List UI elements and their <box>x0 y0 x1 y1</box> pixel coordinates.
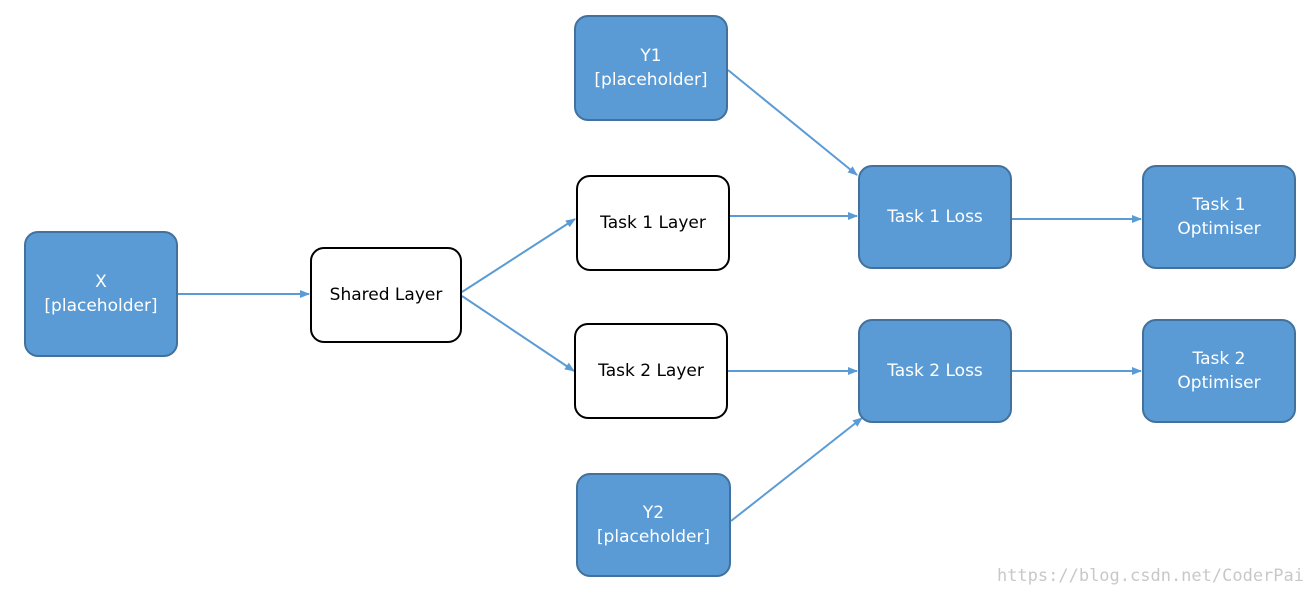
node-task2-optimiser-line1: Task 2 <box>1192 349 1246 369</box>
node-y1-line2: [placeholder] <box>594 70 708 90</box>
edge-y1-to-task1-loss <box>727 69 858 176</box>
node-y2-placeholder: Y2 [placeholder] <box>576 473 731 577</box>
node-task1-optimiser-line2: Optimiser <box>1177 219 1261 239</box>
node-x-placeholder: X [placeholder] <box>24 231 178 357</box>
node-task2-layer-label: Task 2 Layer <box>598 361 704 381</box>
node-task1-optimiser-line1: Task 1 <box>1192 195 1246 215</box>
node-task2-loss-label: Task 2 Loss <box>887 361 983 381</box>
node-task1-loss: Task 1 Loss <box>858 165 1012 269</box>
node-x-line2: [placeholder] <box>44 296 158 316</box>
node-task2-loss: Task 2 Loss <box>858 319 1012 423</box>
node-y2-line1: Y2 <box>642 503 665 523</box>
node-task1-layer: Task 1 Layer <box>576 175 730 271</box>
node-task2-layer: Task 2 Layer <box>574 323 728 419</box>
node-x-line1: X <box>95 272 107 292</box>
node-task1-optimiser: Task 1 Optimiser <box>1142 165 1296 269</box>
node-task2-optimiser-line2: Optimiser <box>1177 373 1261 393</box>
node-shared-layer-label: Shared Layer <box>329 285 443 305</box>
node-y1-placeholder: Y1 [placeholder] <box>574 15 728 121</box>
node-shared-layer: Shared Layer <box>310 247 462 343</box>
edge-shared-to-task1-layer <box>461 218 576 293</box>
watermark-url: https://blog.csdn.net/CoderPai <box>996 566 1304 586</box>
edge-shared-to-task2-layer <box>461 295 575 372</box>
node-y1-line1: Y1 <box>640 46 662 66</box>
node-task1-layer-label: Task 1 Layer <box>600 213 706 233</box>
node-task2-optimiser: Task 2 Optimiser <box>1142 319 1296 423</box>
node-y2-line2: [placeholder] <box>596 527 711 547</box>
node-task1-loss-label: Task 1 Loss <box>887 207 983 227</box>
edge-y2-to-task2-loss <box>730 417 863 522</box>
